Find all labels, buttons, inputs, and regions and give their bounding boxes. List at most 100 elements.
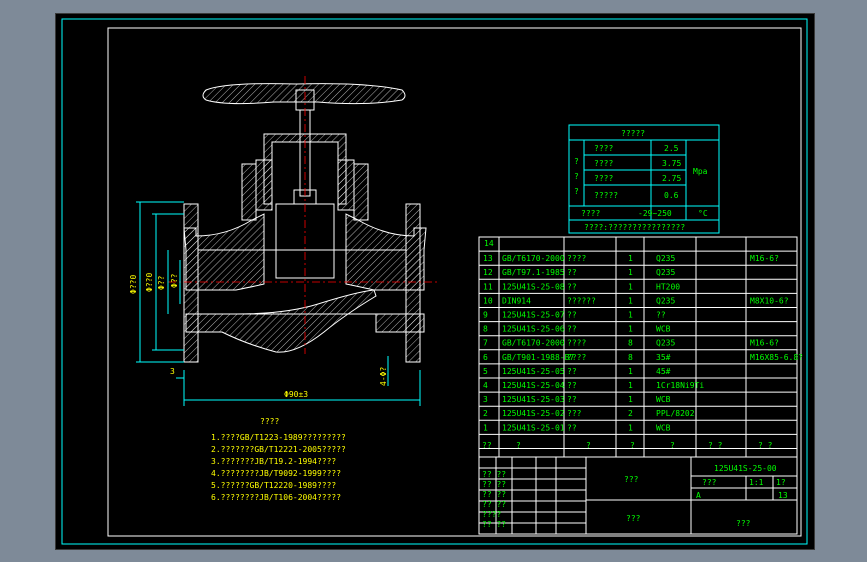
bom-cell-name: ?????? <box>567 296 596 305</box>
bom-cell-qty: 1 <box>628 268 633 277</box>
spec-unit-mpa: Mpa <box>693 167 708 176</box>
spec-title: ????? <box>621 129 645 138</box>
note-3: 3.???????JB/T19.2-1994???? <box>211 457 336 466</box>
bom-cell-mat: 35# <box>656 353 671 362</box>
bom-cell-name: ?? <box>567 395 577 404</box>
dim-d4: Φ?? <box>170 273 179 288</box>
note-4: 4.????????JB/T9092-1999???? <box>211 469 341 478</box>
right-bolt <box>353 163 369 221</box>
bom-cell-no: 3 <box>483 395 488 404</box>
bom-cell-qty: 8 <box>628 353 633 362</box>
note-5: 5.??????GB/T12220-1989???? <box>211 481 336 490</box>
notes-title: ???? <box>260 417 279 426</box>
spec-footer: ????:???????????????? <box>584 223 685 232</box>
dim-length: Φ90±3 <box>284 390 308 399</box>
dim-flange-thk: 3 <box>170 367 175 376</box>
bom-cell-qty: 1 <box>628 381 633 390</box>
bom-cell-name: ???? <box>567 254 586 263</box>
bom-head-extra: ? ? <box>708 441 723 450</box>
bom-cell-name: ?? <box>567 381 577 390</box>
bom-cell-code: 125U41S-25-04 <box>502 381 565 390</box>
bom-head-qty: ? <box>630 441 635 450</box>
tb-sheet: 1? <box>776 478 786 487</box>
spec-r4-c1: ? <box>574 187 579 196</box>
technical-notes: ???? 1.????GB/T1223-1989????????? 2.????… <box>211 417 346 502</box>
bom-cell-note: M16X85-6.8? <box>750 353 803 362</box>
valve-assembly-drawing: Φ??0 Φ??0 Φ?? Φ?? Φ90±3 3 4-Φ? ???? 1.??… <box>61 18 808 545</box>
bom-cell-mat: Q235 <box>656 268 675 277</box>
tb-scale: 1:1 <box>749 478 764 487</box>
inner-frame <box>107 27 802 537</box>
note-6: 6.????????JB/T106-2004????? <box>211 493 341 502</box>
bom-cell-mat: WCB <box>656 325 671 334</box>
bom-head-no: ?? <box>482 441 492 450</box>
bom-cell-name: ?? <box>567 423 577 432</box>
valve-body <box>183 213 427 291</box>
handwheel <box>202 83 406 105</box>
note-1: 1.????GB/T1223-1989????????? <box>211 433 346 442</box>
tb-small-label: ???? <box>482 510 501 519</box>
bom-cell-qty: 1 <box>628 282 633 291</box>
bom-cell-qty: 2 <box>628 409 633 418</box>
bom-cell-name: ???? <box>567 353 586 362</box>
note-2: 2.???????GB/T12221-2005????? <box>211 445 346 454</box>
spec-r2-c1: ? <box>574 157 579 166</box>
left-flange <box>183 203 199 363</box>
bom-cell-name: ?? <box>567 268 577 277</box>
spec-r3-c3: 2.75 <box>662 174 681 183</box>
dimension-lines <box>136 201 421 406</box>
bom-cell-mat: ?? <box>656 311 666 320</box>
bom-cell-qty: 1 <box>628 254 633 263</box>
bom-cell-qty: 1 <box>628 367 633 376</box>
bom-cell-no: 9 <box>483 311 488 320</box>
bom-cell-code: 125U41S-25-08 <box>502 282 565 291</box>
bom-cell-mat: HT200 <box>656 282 680 291</box>
bom-cell-no: 4 <box>483 381 488 390</box>
bom-cell-no: 5 <box>483 367 488 376</box>
spec-r4-c2: ????? <box>594 191 618 200</box>
spec-r4-c3: 0.6 <box>664 191 679 200</box>
bom-cell-qty: 1 <box>628 423 633 432</box>
bom-cell-note: M16-6? <box>750 254 779 263</box>
bom-cell-code: DIN914 <box>502 296 531 305</box>
dim-d3: Φ?? <box>157 275 166 290</box>
tb-small-label: ?? ?? <box>482 520 506 529</box>
bom-header-index: 14 <box>484 239 494 248</box>
spec-r3-c2: ???? <box>594 174 613 183</box>
bom-cell-no: 13 <box>483 254 493 263</box>
spec-r5-c1: ???? <box>581 209 600 218</box>
spec-r2-c3: 3.75 <box>662 159 681 168</box>
bom-cell-no: 1 <box>483 423 488 432</box>
bom-cell-mat: PPL/8202 <box>656 409 695 418</box>
bom-cell-code: 125U41S-25-02 <box>502 409 565 418</box>
bom-head-name: ? <box>586 441 591 450</box>
bom-cell-qty: 1 <box>628 296 633 305</box>
tb-small-label: ?? ?? <box>482 480 506 489</box>
bom-cell-qty: 1 <box>628 325 633 334</box>
bom-cell-no: 6 <box>483 353 488 362</box>
bom-cell-code: GB/T97.1-1985 <box>502 268 565 277</box>
bom-cell-no: 11 <box>483 282 493 291</box>
bom-head-code: ? <box>516 441 521 450</box>
tb-designer: ??? <box>702 478 717 487</box>
tb-name: ??? <box>624 475 639 484</box>
tb-bottom-right: ??? <box>736 519 751 528</box>
spec-r2-c2: ???? <box>594 159 613 168</box>
bom-cell-mat: 45# <box>656 367 671 376</box>
title-block: 125U41S-25-00 ??? ??? A 13 1:1 1? ??? ??… <box>478 456 798 535</box>
drawing-sheet: Φ??0 Φ??0 Φ?? Φ?? Φ90±3 3 4-Φ? ???? 1.??… <box>55 13 815 550</box>
bom-cell-name: ?? <box>567 325 577 334</box>
tb-company: ??? <box>626 514 641 523</box>
bom-cell-name: ?? <box>567 311 577 320</box>
bom-cell-mat: WCB <box>656 423 671 432</box>
bom-cell-code: 125U41S-25-07 <box>502 311 565 320</box>
bom-cell-code: GB/T6170-2000 <box>502 339 565 348</box>
dim-d1: Φ??0 <box>129 275 138 294</box>
tb-drawing-no: 125U41S-25-00 <box>714 464 777 473</box>
bom-cell-qty: 1 <box>628 311 633 320</box>
left-bolt <box>241 163 257 221</box>
tb-small-label: ?? ?? <box>482 470 506 479</box>
dim-d2: Φ??0 <box>145 273 154 292</box>
bom-cell-mat: Q235 <box>656 296 675 305</box>
right-flange <box>405 203 421 363</box>
